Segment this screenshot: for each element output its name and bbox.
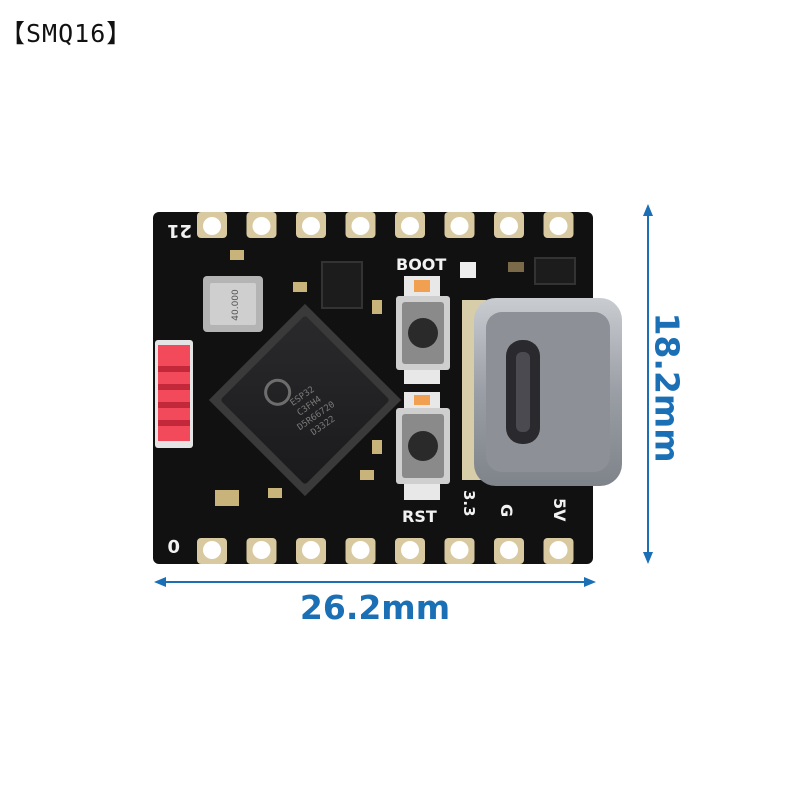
pin-hole	[450, 541, 469, 559]
height-dimension-label: 18.2mm	[647, 312, 687, 463]
pin-hole	[302, 217, 320, 235]
bottom-pin-pads	[197, 538, 574, 564]
silk-pin-21: 21	[167, 220, 192, 241]
height-dimension-arrow	[643, 204, 653, 564]
silkscreen-labels: 21 0 BOOT RST 3.3 G 5V	[167, 220, 569, 556]
usb-c-connector	[462, 298, 622, 486]
silk-rst: RST	[402, 507, 437, 526]
silk-boot: BOOT	[396, 255, 446, 274]
pin-hole	[549, 217, 568, 235]
pin-hole	[351, 541, 370, 559]
pin-hole	[401, 541, 419, 559]
pin-hole	[500, 541, 518, 559]
pin-hole	[302, 541, 320, 559]
top-pin-pads	[197, 212, 574, 238]
silk-pin-0: 0	[167, 535, 180, 556]
pin-hole	[450, 217, 469, 235]
svg-text:40.000: 40.000	[231, 289, 241, 321]
product-code-tag: 【SMQ16】	[0, 19, 133, 48]
silk-pin-g: G	[497, 504, 516, 517]
esp32-chip: ESP32 C3FH4 D5R66720 D3322	[208, 303, 402, 497]
crystal-oscillator: 40.000	[203, 276, 263, 332]
silk-pin-5v: 5V	[550, 498, 569, 522]
pin-hole	[203, 541, 221, 559]
rst-button	[396, 392, 450, 500]
pin-hole	[252, 217, 271, 235]
pin-hole	[549, 541, 568, 559]
width-dimension-arrow	[154, 577, 596, 587]
red-led-block	[155, 340, 193, 448]
pin-hole	[401, 217, 419, 235]
pin-hole	[500, 217, 518, 235]
pin-hole	[252, 541, 271, 559]
boot-button	[396, 276, 450, 384]
silk-pin-3v3: 3.3	[460, 490, 478, 517]
width-dimension-label: 26.2mm	[299, 588, 451, 627]
pin-hole	[351, 217, 370, 235]
pin-hole	[203, 217, 221, 235]
